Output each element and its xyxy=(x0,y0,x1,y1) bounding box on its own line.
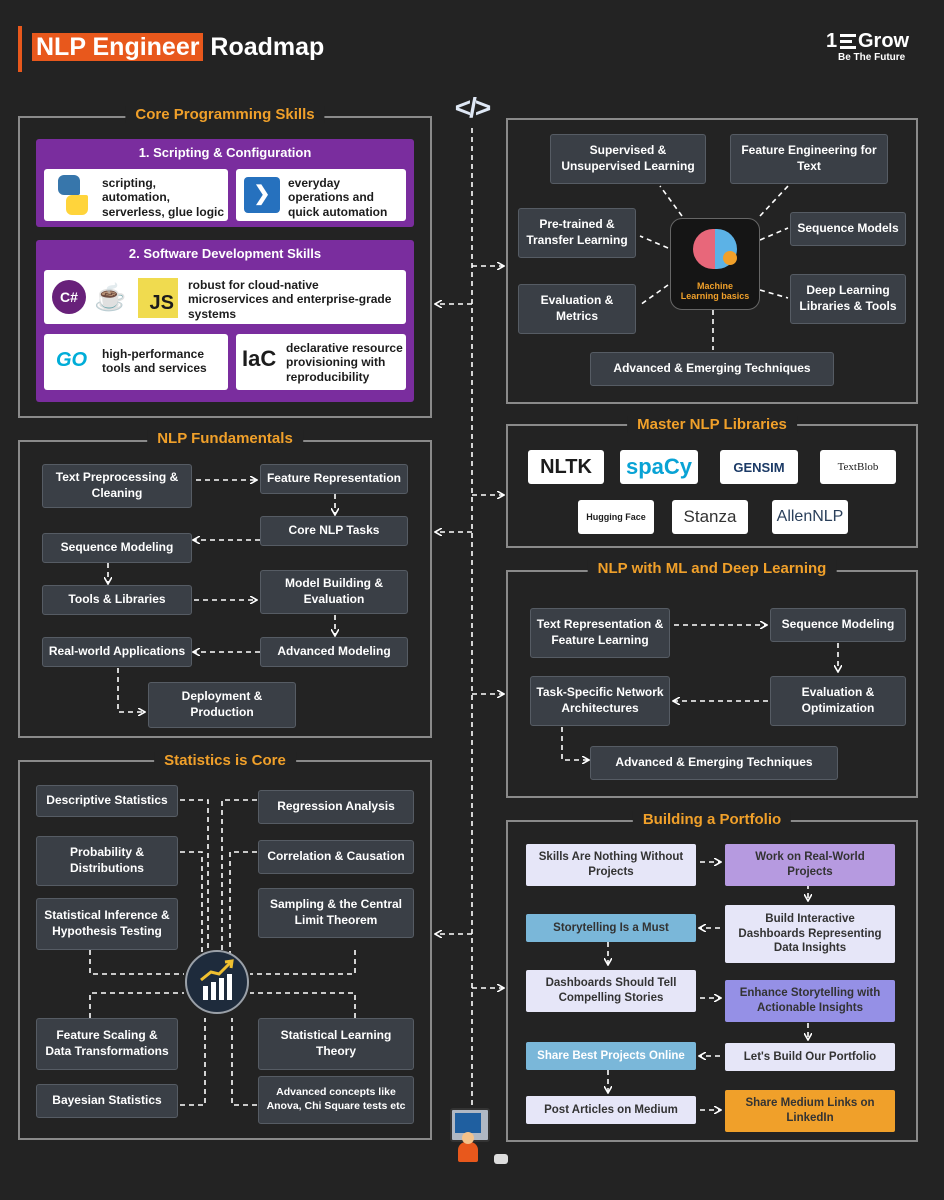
mldl-sequence-modeling: Sequence Modeling xyxy=(770,608,906,642)
fund-feature-representation: Feature Representation xyxy=(260,464,408,494)
fund-advanced-modeling: Advanced Modeling xyxy=(260,637,408,667)
library-textblob: TextBlob xyxy=(820,450,896,484)
ml-supervised: Supervised & Unsupervised Learning xyxy=(550,134,706,184)
ml-basics-panel xyxy=(506,118,918,404)
go-card: GO high-performance tools and services xyxy=(44,334,228,390)
fund-deployment: Deployment & Production xyxy=(148,682,296,728)
portfolio-enhance-storytelling: Enhance Storytelling with Actionable Ins… xyxy=(725,980,895,1022)
mldl-task-specific: Task-Specific Network Architectures xyxy=(530,676,670,726)
brand-bars-icon xyxy=(840,34,856,49)
stats-feature-scaling: Feature Scaling & Data Transformations xyxy=(36,1018,178,1070)
ml-pretrained: Pre-trained & Transfer Learning xyxy=(518,208,636,258)
java-icon: ☕ xyxy=(94,282,127,312)
portfolio-title: Building a Portfolio xyxy=(632,811,792,828)
stats-advanced: Advanced concepts like Anova, Chi Square… xyxy=(258,1076,414,1124)
core-programming-title: Core Programming Skills xyxy=(125,106,325,123)
nlp-fundamentals-title: NLP Fundamentals xyxy=(147,430,303,447)
stats-learning-theory: Statistical Learning Theory xyxy=(258,1018,414,1070)
fund-real-world: Real-world Applications xyxy=(42,637,192,667)
fund-sequence-modeling: Sequence Modeling xyxy=(42,533,192,563)
library-hugging-face: Hugging Face xyxy=(578,500,654,534)
nlp-libraries-title: Master NLP Libraries xyxy=(627,416,797,433)
developer-computer-icon xyxy=(444,1108,516,1168)
ml-deep-learning: Deep Learning Libraries & Tools xyxy=(790,274,906,324)
powershell-icon: ❯ xyxy=(244,177,280,213)
ml-center-hub: Machine Learning basics xyxy=(670,218,760,310)
ml-advanced: Advanced & Emerging Techniques xyxy=(590,352,834,386)
library-spacy: spaCy xyxy=(620,450,698,484)
python-icon xyxy=(54,175,92,215)
stats-regression: Regression Analysis xyxy=(258,790,414,824)
library-gensim: GENSIM xyxy=(720,450,798,484)
iac-card: IaC declarative resource provisioning wi… xyxy=(236,334,406,390)
scripting-title: 1. Scripting & Configuration xyxy=(138,145,312,160)
stats-inference: Statistical Inference & Hypothesis Testi… xyxy=(36,898,178,950)
fund-core-nlp-tasks: Core NLP Tasks xyxy=(260,516,408,546)
stats-chart-icon xyxy=(185,950,249,1014)
fund-model-building: Model Building & Evaluation xyxy=(260,570,408,614)
title-highlight: NLP Engineer xyxy=(32,33,204,61)
fund-text-preprocessing: Text Preprocessing & Cleaning xyxy=(42,464,192,508)
stats-sampling: Sampling & the Central Limit Theorem xyxy=(258,888,414,938)
title-rest: Roadmap xyxy=(210,33,325,61)
mldl-text-representation: Text Representation & Feature Learning xyxy=(530,608,670,658)
stats-descriptive: Descriptive Statistics xyxy=(36,785,178,817)
portfolio-dashboards-tell: Dashboards Should Tell Compelling Storie… xyxy=(526,970,696,1012)
languages-card: C# ☕ JS robust for cloud-native microser… xyxy=(44,270,406,324)
portfolio-share-projects: Share Best Projects Online xyxy=(526,1042,696,1070)
software-dev-title: 2. Software Development Skills xyxy=(128,246,322,261)
library-allennlp: AllenNLP xyxy=(772,500,848,534)
portfolio-dashboards-build: Build Interactive Dashboards Representin… xyxy=(725,905,895,963)
software-dev-section: 2. Software Development Skills C# ☕ JS r… xyxy=(36,240,414,402)
ml-center-label: Machine Learning basics xyxy=(680,281,750,302)
go-icon: GO xyxy=(56,349,88,371)
portfolio-storytelling: Storytelling Is a Must xyxy=(526,914,696,942)
csharp-icon: C# xyxy=(52,280,86,314)
portfolio-post-articles: Post Articles on Medium xyxy=(526,1096,696,1124)
title-accent-bar xyxy=(18,26,22,72)
nlp-ml-dl-title: NLP with ML and Deep Learning xyxy=(587,560,837,577)
library-stanza: Stanza xyxy=(672,500,748,534)
python-card: scripting, automation, serverless, glue … xyxy=(44,169,228,221)
fund-tools-libraries: Tools & Libraries xyxy=(42,585,192,615)
stats-probability: Probability & Distributions xyxy=(36,836,178,886)
brand-logo: 1 Grow Be The Future xyxy=(826,30,910,63)
powershell-card: ❯ everyday operations and quick automati… xyxy=(236,169,406,221)
ml-feature-engineering: Feature Engineering for Text xyxy=(730,134,888,184)
portfolio-real-world: Work on Real-World Projects xyxy=(725,844,895,886)
brain-gear-icon xyxy=(693,227,737,271)
portfolio-share-medium: Share Medium Links on LinkedIn xyxy=(725,1090,895,1132)
page-title: NLP Engineer Roadmap xyxy=(32,33,324,62)
portfolio-skills-nothing: Skills Are Nothing Without Projects xyxy=(526,844,696,886)
stats-bayesian: Bayesian Statistics xyxy=(36,1084,178,1118)
iac-icon: IaC xyxy=(242,346,277,371)
ml-sequence-models: Sequence Models xyxy=(790,212,906,246)
javascript-icon: JS xyxy=(138,278,178,318)
statistics-title: Statistics is Core xyxy=(154,752,296,769)
scripting-section: 1. Scripting & Configuration scripting, … xyxy=(36,139,414,227)
portfolio-build-portfolio: Let's Build Our Portfolio xyxy=(725,1043,895,1071)
ml-evaluation: Evaluation & Metrics xyxy=(518,284,636,334)
stats-correlation: Correlation & Causation xyxy=(258,840,414,874)
mldl-advanced: Advanced & Emerging Techniques xyxy=(590,746,838,780)
library-nltk: NLTK xyxy=(528,450,604,484)
code-icon: </> xyxy=(454,92,491,123)
mldl-evaluation-optimization: Evaluation & Optimization xyxy=(770,676,906,726)
